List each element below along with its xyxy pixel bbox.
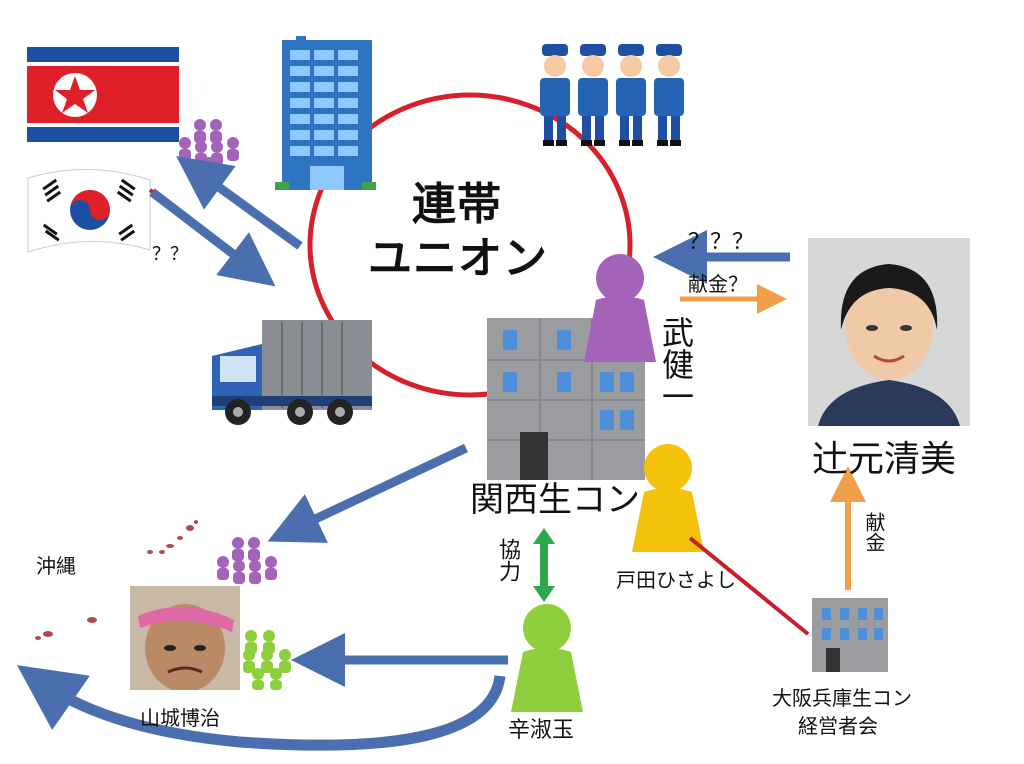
takeken-figure-icon	[584, 254, 656, 362]
union-title-line2: ユニオン	[368, 233, 548, 284]
donation-question-label: 献金？	[688, 272, 748, 296]
yamashiro-photo	[130, 586, 240, 690]
kansai-label: 関西生コン	[470, 480, 640, 520]
office-building-icon	[275, 36, 376, 190]
tsujimoto-photo	[808, 238, 970, 426]
okinawa-islands-icon	[35, 520, 198, 640]
korea-question-label: ？？	[152, 244, 188, 265]
toda-figure-icon	[632, 444, 704, 552]
unknown-flow-label: ？？？	[688, 230, 755, 255]
link-line	[688, 536, 810, 636]
blue-arrow	[16, 665, 506, 751]
blue-arrow	[176, 156, 303, 250]
union-title-line1: 連帯	[412, 179, 502, 230]
tsujimoto-label: 辻元清美	[812, 439, 957, 480]
donation-label: 献金	[862, 512, 886, 552]
police-officers-icon	[540, 44, 684, 146]
truck-icon	[212, 320, 372, 425]
toda-label: 戸田ひさよし	[616, 568, 736, 592]
association-building-icon	[812, 598, 888, 672]
takeken-label: 武健一	[657, 316, 695, 412]
shin-label: 辛淑玉	[508, 718, 575, 743]
north-korea-flag-icon	[27, 47, 179, 142]
cooperation-arrow	[533, 528, 555, 602]
people-group-icon	[243, 630, 291, 690]
okinawa-label: 沖縄	[36, 554, 76, 578]
union-ring	[307, 92, 633, 398]
people-group-icon	[179, 119, 239, 179]
association-label-line1: 大阪兵庫生コン	[772, 686, 912, 710]
people-group-icon	[217, 537, 277, 584]
blue-arrow	[149, 188, 276, 287]
association-label-line2: 経営者会	[798, 714, 878, 738]
cooperation-label: 協力	[495, 538, 520, 582]
shin-figure-icon	[511, 604, 583, 712]
yamashiro-label: 山城博治	[140, 706, 220, 730]
blue-arrow	[267, 443, 468, 543]
south-korea-flag-icon	[27, 169, 151, 253]
